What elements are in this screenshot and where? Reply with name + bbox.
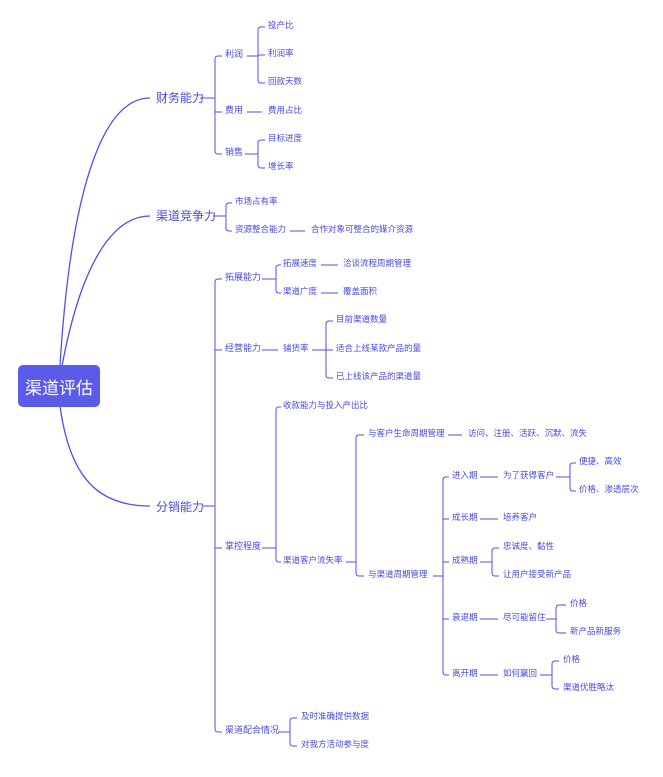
node-decline-goal[interactable]: 尽可能留住 [503,613,546,623]
node-fit-volume[interactable]: 适合上线某款产品的量 [336,344,422,354]
node-phase-exit[interactable]: 离开期 [452,669,478,679]
connector [225,227,232,232]
connector [275,558,281,563]
connector [569,462,576,467]
connector [257,79,265,84]
connector [275,406,281,411]
node-roi[interactable]: 投产比 [268,21,294,31]
connector [257,139,265,144]
node-phase-entry[interactable]: 进入期 [452,471,478,481]
connector [275,264,281,269]
node-channel-count[interactable]: 目前渠道数量 [336,315,388,325]
node-expand[interactable]: 拓展能力 [225,273,262,283]
connector [257,164,265,169]
connector [214,728,222,733]
connector [225,202,232,207]
connector [491,547,499,552]
node-growth-rate[interactable]: 增长率 [268,162,294,172]
connector [569,487,576,492]
node-mature-loyalty[interactable]: 忠诚度、黏性 [503,542,555,552]
node-sales[interactable]: 销售 [225,148,244,158]
node-control[interactable]: 掌控程度 [225,542,262,552]
connector [355,434,364,439]
node-expand-breadth[interactable]: 渠道广度 [283,287,318,297]
node-return-ratio[interactable]: 收款能力与投入产出比 [283,401,369,411]
node-churn[interactable]: 渠道客户流失率 [283,556,343,566]
connector [442,476,449,481]
node-profit-rate[interactable]: 利润率 [268,49,294,59]
node-compete[interactable]: 渠道竞争力 [156,209,217,223]
root-node[interactable]: 渠道评估 [18,365,100,407]
node-media-resource[interactable]: 合作对象可整合的媒介资源 [311,225,414,235]
connector [555,629,566,634]
node-profit[interactable]: 利润 [225,50,244,60]
connector [551,660,559,665]
node-exit-elimination[interactable]: 渠道优胜略汰 [563,683,615,693]
connector [325,320,333,325]
node-customer-lifecycle[interactable]: 与客户生命周期管理 [368,429,445,439]
node-decline-new-service[interactable]: 新产品新服务 [570,627,622,637]
node-distribution[interactable]: 分销能力 [156,500,205,514]
connector [289,717,297,722]
node-entry-convenience[interactable]: 便捷、高效 [579,457,622,467]
connector [355,572,364,577]
node-lifecycle-stages[interactable]: 访问、注册、活跃、沉默、流失 [468,429,588,439]
connector [257,26,265,31]
connector [61,215,151,367]
node-mature-new-product[interactable]: 让用户接受新产品 [503,570,572,580]
node-stocking[interactable]: 铺货率 [283,344,309,354]
connector [275,289,281,294]
node-entry-price[interactable]: 价格、渗透层次 [579,485,639,495]
node-decline-price[interactable]: 价格 [570,599,588,609]
node-channel-cycle[interactable]: 与渠道周期管理 [368,570,428,580]
node-launched-channels[interactable]: 已上线该产品的渠道量 [336,372,422,382]
node-phase-growth[interactable]: 成长期 [452,513,478,523]
node-activity-participation[interactable]: 对我方活动参与度 [301,740,370,750]
node-target-progress[interactable]: 目标进度 [268,134,303,144]
node-entry-goal[interactable]: 为了获得客户 [503,471,555,481]
node-timely-data[interactable]: 及时准确提供数据 [301,712,370,722]
node-cost-ratio[interactable]: 费用占比 [268,106,303,116]
node-coverage[interactable]: 覆盖面积 [343,287,378,297]
node-market-share[interactable]: 市场占有率 [235,197,278,207]
node-growth-item[interactable]: 培养客户 [503,513,538,523]
connector [214,278,222,283]
connector [442,671,449,676]
node-negotiation-cycle[interactable]: 洽谈流程周期管理 [343,259,412,269]
connector [59,97,151,367]
connector [555,604,566,609]
node-resource[interactable]: 资源整合能力 [235,225,287,235]
node-operate[interactable]: 经营能力 [225,344,262,354]
connector [289,742,297,747]
connector [551,685,559,690]
node-phase-decline[interactable]: 衰退期 [452,613,478,623]
connector [214,55,222,60]
node-cost[interactable]: 费用 [225,106,244,116]
node-exit-price[interactable]: 价格 [563,655,581,665]
connector [59,405,151,507]
node-finance[interactable]: 财务能力 [156,91,205,105]
connector [325,374,333,379]
node-expand-speed[interactable]: 拓展速度 [283,259,318,269]
connector [214,150,222,155]
connector [491,572,499,577]
node-phase-mature[interactable]: 成熟期 [452,556,478,566]
node-exit-goal[interactable]: 如何赢回 [503,669,538,679]
node-cooperation[interactable]: 渠道配合情况 [225,726,280,736]
node-payback-days[interactable]: 回款天数 [268,77,303,87]
